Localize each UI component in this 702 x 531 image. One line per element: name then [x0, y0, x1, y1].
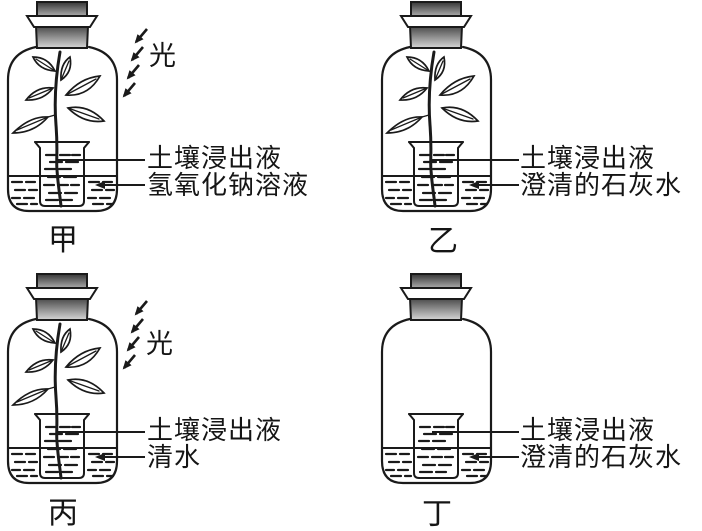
label-soil-extract-jia: 土壤浸出液 [147, 144, 283, 173]
bottle-yi [380, 0, 493, 213]
panel-name-yi: 乙 [428, 225, 458, 258]
label-soil-extract-yi: 土壤浸出液 [520, 144, 656, 173]
light-arrows-jia [124, 29, 147, 96]
label-limewater-yi: 澄清的石灰水 [520, 171, 683, 200]
panel-bing-drawing [6, 272, 147, 485]
panel-ding-drawing [380, 272, 520, 485]
light-label-bing: 光 [146, 329, 173, 359]
light-label-jia: 光 [149, 41, 176, 71]
label-clear-water-bing: 清水 [147, 443, 202, 472]
light-arrows-bing [124, 301, 147, 368]
panel-jia-drawing [6, 0, 147, 213]
label-soil-extract-bing: 土壤浸出液 [147, 416, 283, 445]
bottle-ding [380, 272, 493, 485]
panel-yi-drawing [380, 0, 520, 213]
label-soil-extract-ding: 土壤浸出液 [520, 416, 656, 445]
bottle-jia [6, 0, 119, 213]
label-limewater-ding: 澄清的石灰水 [520, 443, 683, 472]
panel-name-bing: 丙 [48, 497, 78, 530]
label-naoh-solution-jia: 氢氧化钠溶液 [147, 171, 310, 200]
bottle-bing [6, 272, 119, 485]
panel-name-ding: 丁 [422, 498, 452, 531]
panel-name-jia: 甲 [48, 224, 78, 257]
